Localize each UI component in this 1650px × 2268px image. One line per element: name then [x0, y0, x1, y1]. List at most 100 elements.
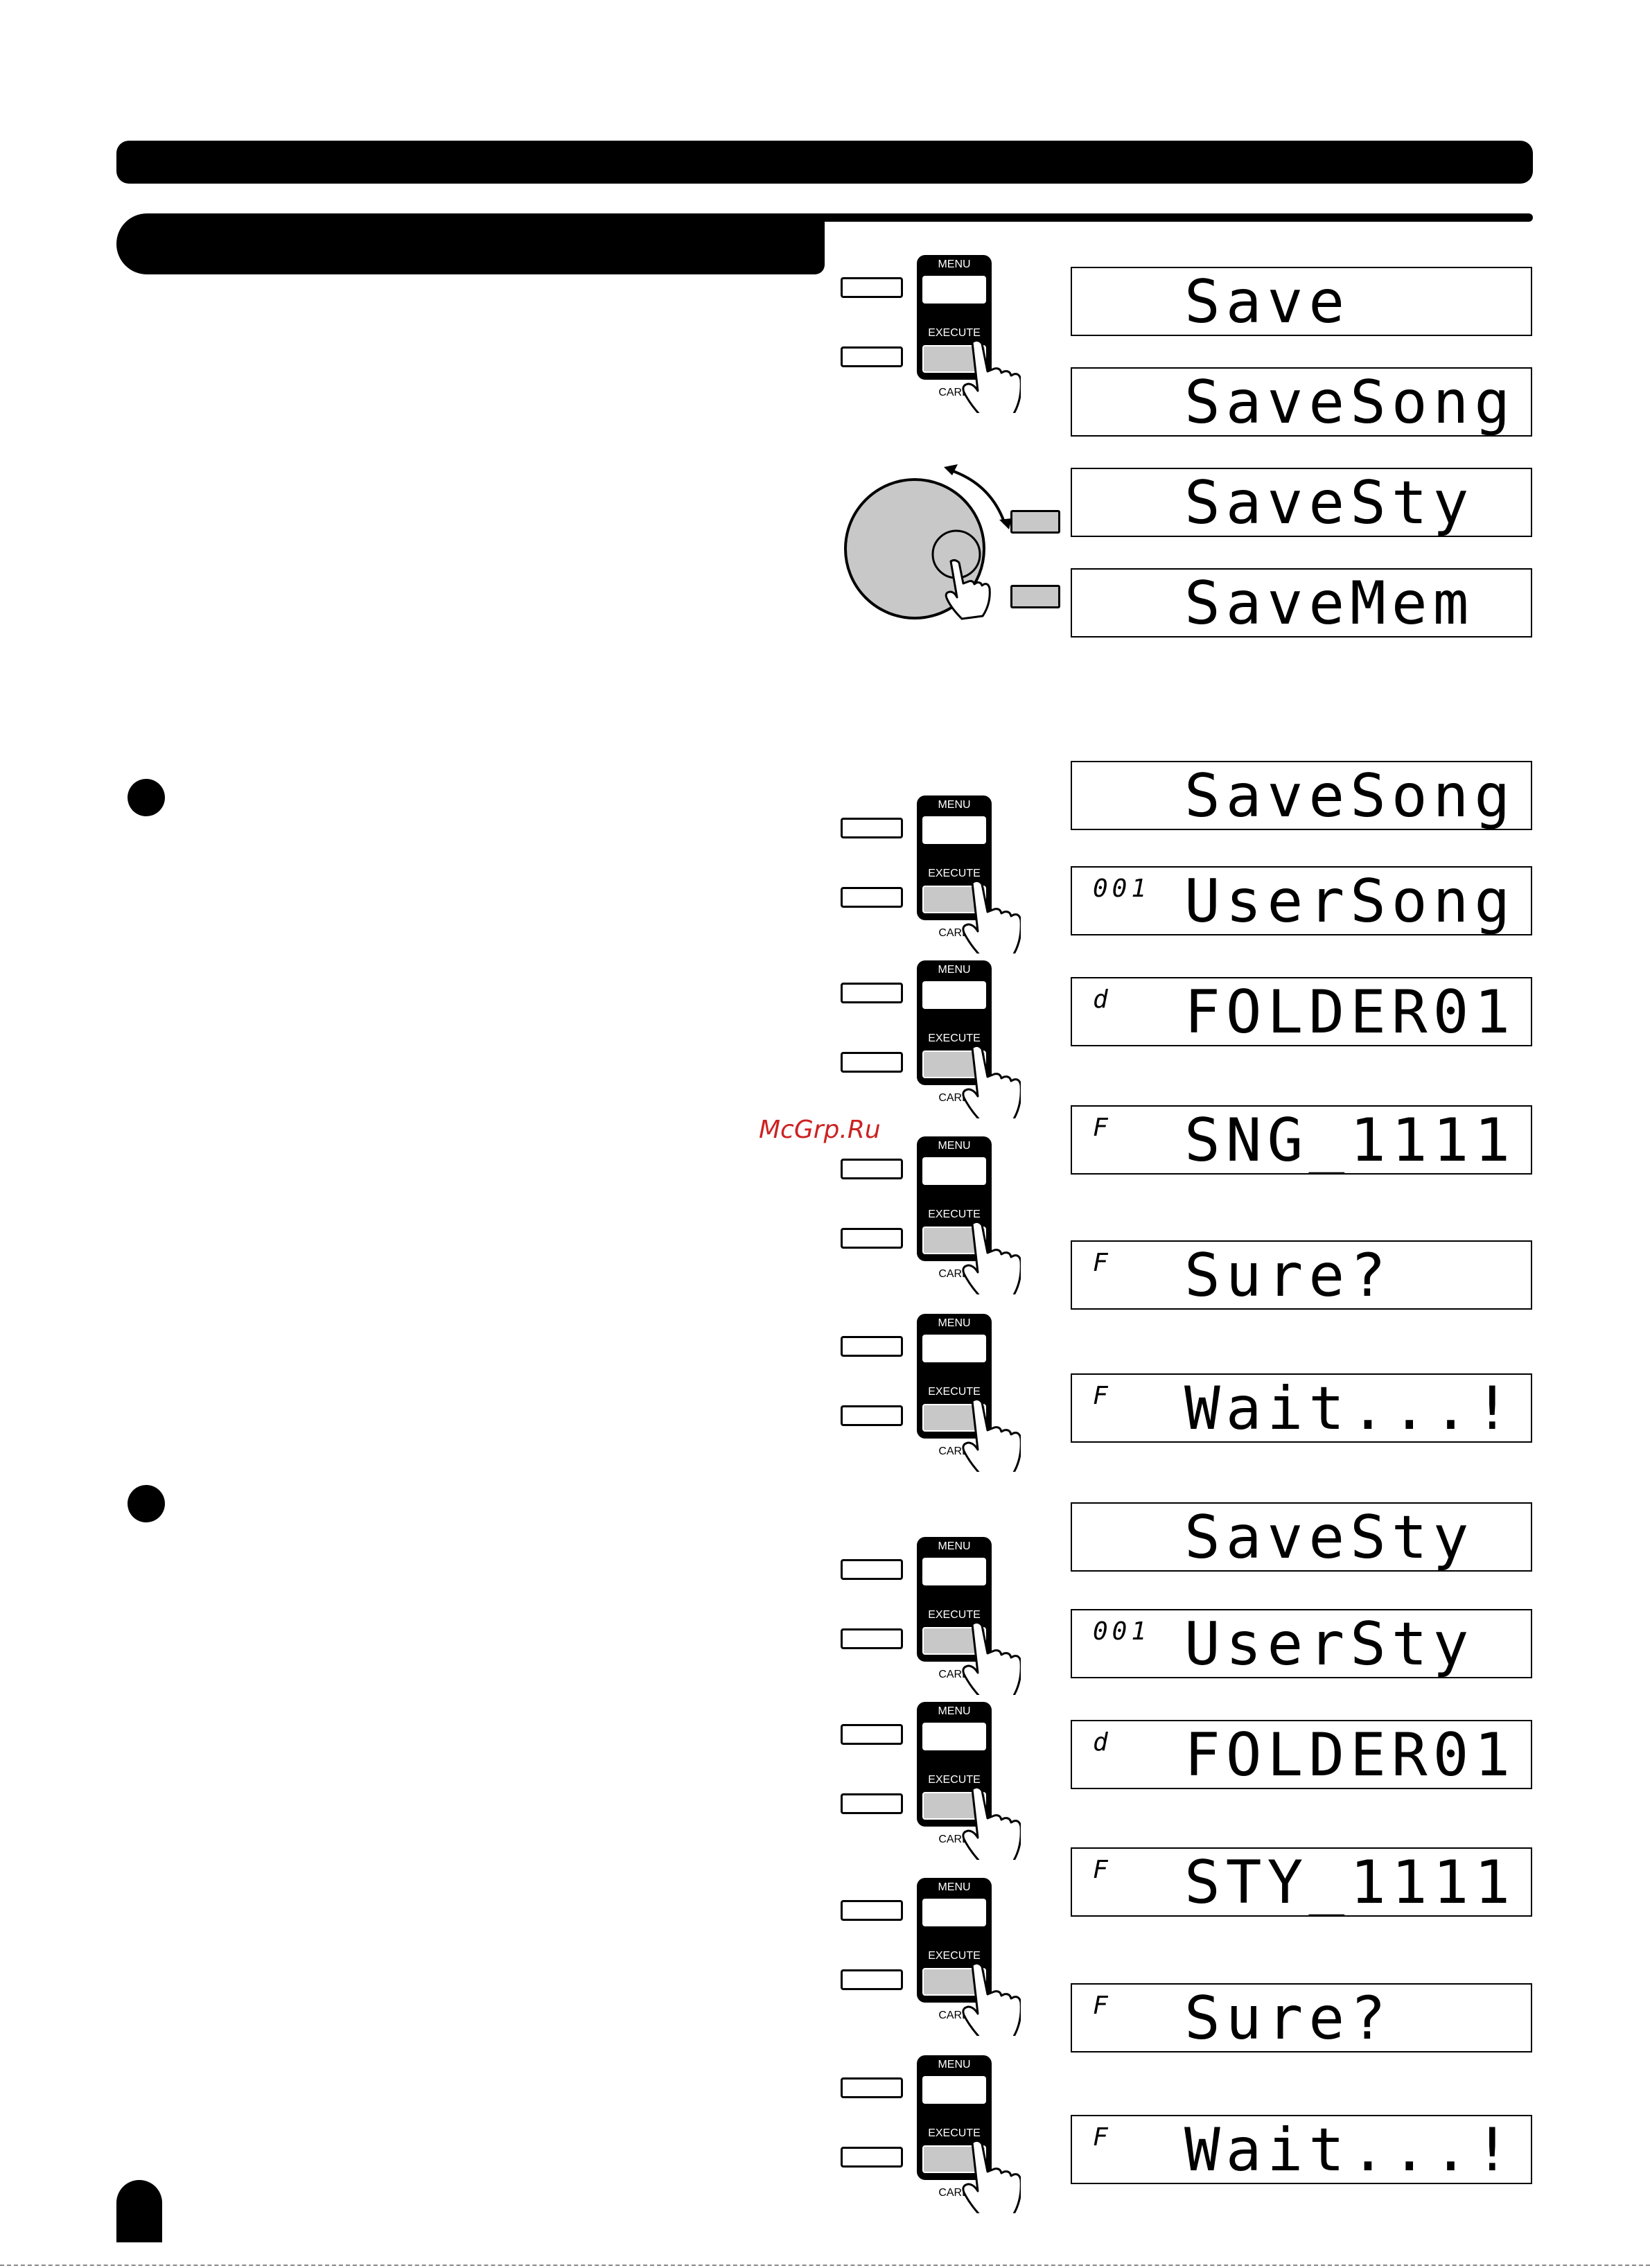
lcd-text: Wait...!: [1184, 2116, 1516, 2185]
menu-button[interactable]: [922, 276, 986, 304]
side-button-upper[interactable]: [841, 983, 903, 1003]
side-button-lower[interactable]: [841, 1405, 903, 1426]
lcd-indicator: 001: [1093, 874, 1151, 903]
lcd-text: SaveSty: [1184, 468, 1475, 538]
execute-label: EXECUTE: [928, 1609, 981, 1621]
execute-label: EXECUTE: [928, 1386, 981, 1398]
section-rule: [797, 213, 1533, 222]
side-button-upper[interactable]: [841, 1724, 903, 1745]
pointing-hand-icon: [962, 339, 1021, 413]
button-panel: MENU EXECUTE CARD: [841, 960, 1022, 1127]
lcd-text: SaveMem: [1184, 569, 1475, 638]
lcd-display: d FOLDER01: [1071, 1720, 1532, 1789]
lcd-indicator: d: [1093, 1728, 1112, 1757]
lcd-display: F SNG_1111: [1071, 1105, 1532, 1175]
lcd-text: Sure?: [1184, 1241, 1392, 1310]
side-button-lower[interactable]: [841, 2147, 903, 2168]
button-panel: MENU EXECUTE CARD: [841, 2055, 1022, 2222]
lcd-text: SaveSty: [1184, 1503, 1475, 1572]
lcd-text: UserSty: [1184, 1610, 1475, 1679]
side-button-upper[interactable]: [841, 1900, 903, 1921]
side-button-lower[interactable]: [841, 1228, 903, 1249]
execute-label: EXECUTE: [928, 1950, 981, 1962]
menu-button[interactable]: [922, 1899, 986, 1926]
menu-button[interactable]: [922, 2076, 986, 2104]
execute-label: EXECUTE: [928, 1774, 981, 1786]
side-button-lower[interactable]: [841, 1628, 903, 1649]
page-number-tab: [116, 2180, 162, 2242]
menu-label: MENU: [938, 258, 971, 270]
menu-button[interactable]: [922, 1157, 986, 1185]
lcd-display: F STY_1111: [1071, 1847, 1532, 1917]
menu-button[interactable]: [922, 816, 986, 844]
menu-button[interactable]: [922, 981, 986, 1009]
side-button-lower[interactable]: [841, 346, 903, 367]
menu-label: MENU: [938, 964, 971, 976]
menu-label: MENU: [938, 1140, 971, 1152]
execute-label: EXECUTE: [928, 2127, 981, 2139]
side-button-upper[interactable]: [841, 1559, 903, 1580]
button-panel: MENU EXECUTE CARD: [841, 1878, 1022, 2044]
lcd-display: F Wait...!: [1071, 1373, 1532, 1443]
button-panel: MENU EXECUTE CARD: [841, 795, 1022, 962]
lcd-text: SaveSong: [1184, 368, 1516, 437]
card-label: CARD: [938, 927, 970, 939]
pointing-hand-icon: [962, 1398, 1021, 1472]
side-button-lower[interactable]: [841, 1052, 903, 1073]
button-panel: MENU EXECUTE CARD: [841, 255, 1022, 421]
card-label: CARD: [938, 387, 970, 398]
menu-label: MENU: [938, 799, 971, 811]
lcd-text: FOLDER01: [1184, 978, 1516, 1047]
menu-label: MENU: [938, 1881, 971, 1893]
side-button-upper[interactable]: [841, 277, 903, 298]
lcd-indicator: F: [1093, 1114, 1112, 1142]
lcd-text: STY_1111: [1184, 1848, 1516, 1917]
lcd-indicator: F: [1093, 1856, 1112, 1884]
menu-label: MENU: [938, 1317, 971, 1329]
lcd-text: Save: [1184, 267, 1351, 337]
section-title-bar: [116, 213, 825, 274]
data-dial[interactable]: [840, 457, 1069, 631]
menu-button[interactable]: [922, 1335, 986, 1362]
menu-button[interactable]: [922, 1723, 986, 1750]
watermark: McGrp.Ru: [759, 1116, 881, 1144]
menu-button[interactable]: [922, 1558, 986, 1585]
button-panel: MENU EXECUTE CARD: [841, 1136, 1022, 1303]
dial-side-button-lower[interactable]: [1010, 585, 1060, 608]
lcd-indicator: d: [1093, 985, 1112, 1014]
menu-label: MENU: [938, 1705, 971, 1717]
side-button-upper[interactable]: [841, 1336, 903, 1357]
lcd-indicator: F: [1093, 2123, 1112, 2152]
dial-side-button-upper[interactable]: [1010, 510, 1060, 534]
lcd-indicator: 001: [1093, 1617, 1151, 1646]
lcd-indicator: F: [1093, 1382, 1112, 1410]
side-button-lower[interactable]: [841, 1969, 903, 1990]
pointing-hand-icon: [962, 879, 1021, 953]
lcd-display: 001 UserSty: [1071, 1609, 1532, 1678]
button-panel: MENU EXECUTE CARD: [841, 1702, 1022, 1868]
lcd-display: F Sure?: [1071, 1240, 1532, 1310]
pointing-hand-icon: [962, 1621, 1021, 1695]
side-button-lower[interactable]: [841, 887, 903, 908]
menu-execute-block: MENU EXECUTE: [917, 1878, 992, 2003]
side-button-upper[interactable]: [841, 2077, 903, 2098]
card-label: CARD: [938, 1445, 970, 1457]
lcd-text: SaveSong: [1184, 762, 1516, 831]
lcd-display: Save: [1071, 267, 1532, 336]
pointing-hand-icon: [962, 1220, 1021, 1294]
side-button-upper[interactable]: [841, 818, 903, 838]
lcd-display: SaveSty: [1071, 1502, 1532, 1572]
side-button-upper[interactable]: [841, 1159, 903, 1179]
lcd-text: SNG_1111: [1184, 1106, 1516, 1175]
lcd-display: SaveSong: [1071, 761, 1532, 830]
pointing-hand-icon: [962, 2139, 1021, 2213]
lcd-display: SaveSong: [1071, 367, 1532, 437]
lcd-text: Sure?: [1184, 1984, 1392, 2053]
menu-label: MENU: [938, 1540, 971, 1552]
execute-label: EXECUTE: [928, 1208, 981, 1220]
menu-label: MENU: [938, 2059, 971, 2071]
card-label: CARD: [938, 1092, 970, 1104]
lcd-text: FOLDER01: [1184, 1721, 1516, 1790]
card-label: CARD: [938, 1669, 970, 1680]
side-button-lower[interactable]: [841, 1793, 903, 1814]
